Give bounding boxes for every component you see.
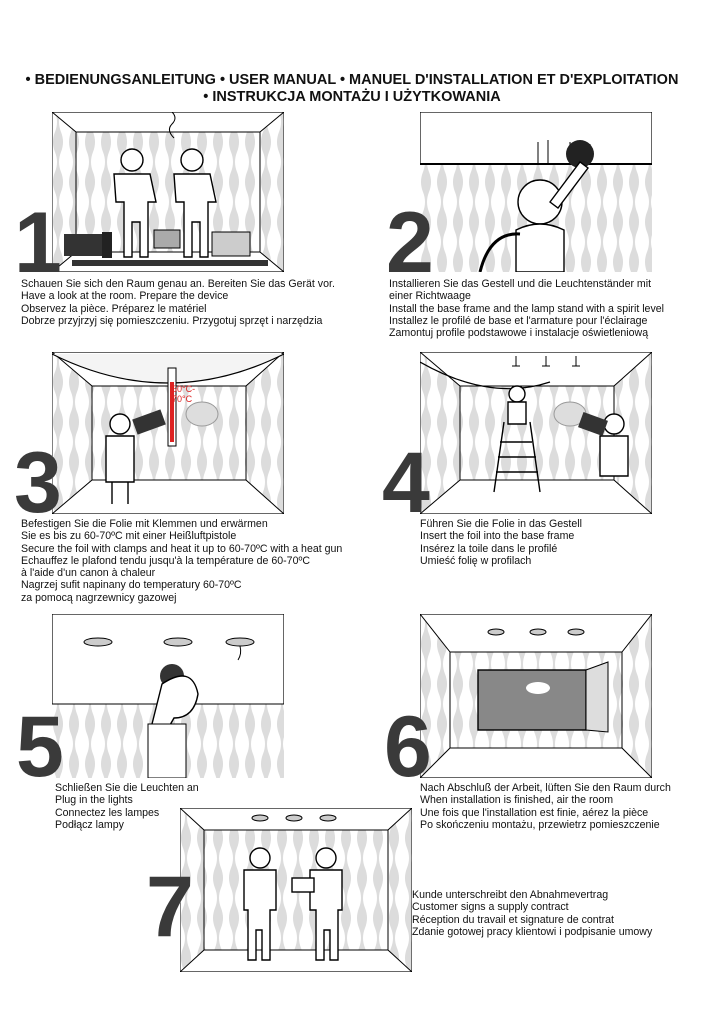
step-2-illustration — [420, 112, 652, 272]
step-7-number: 7 — [146, 859, 194, 955]
step-5-illustration — [52, 614, 284, 778]
manual-title-line-2: • INSTRUKCJA MONTAŻU I UŻYTKOWANIA — [203, 89, 501, 105]
step-3-thermometer-label: 60°C-70°C — [172, 384, 196, 404]
step-3-number: 3 — [14, 435, 62, 531]
step-1-number: 1 — [14, 195, 62, 291]
step-4-illustration — [420, 352, 652, 514]
step-5-number: 5 — [16, 699, 64, 795]
step-7-illustration — [180, 808, 412, 972]
step-6-illustration — [420, 614, 652, 778]
step-4-number: 4 — [382, 435, 430, 531]
step-1-illustration — [52, 112, 284, 272]
manual-title-line-1: • BEDIENUNGSANLEITUNG • USER MANUAL • MA… — [25, 72, 679, 88]
step-2-number: 2 — [386, 195, 434, 291]
step-6-number: 6 — [384, 699, 432, 795]
step-1-caption: Schauen Sie sich den Raum genau an. Bere… — [21, 278, 335, 327]
step-6-caption: Nach Abschluß der Arbeit, lüften Sie den… — [420, 782, 671, 831]
step-2-caption: Installieren Sie das Gestell und die Leu… — [389, 278, 664, 340]
step-3-caption: Befestigen Sie die Folie mit Klemmen und… — [21, 518, 343, 604]
step-3-illustration — [52, 352, 284, 514]
